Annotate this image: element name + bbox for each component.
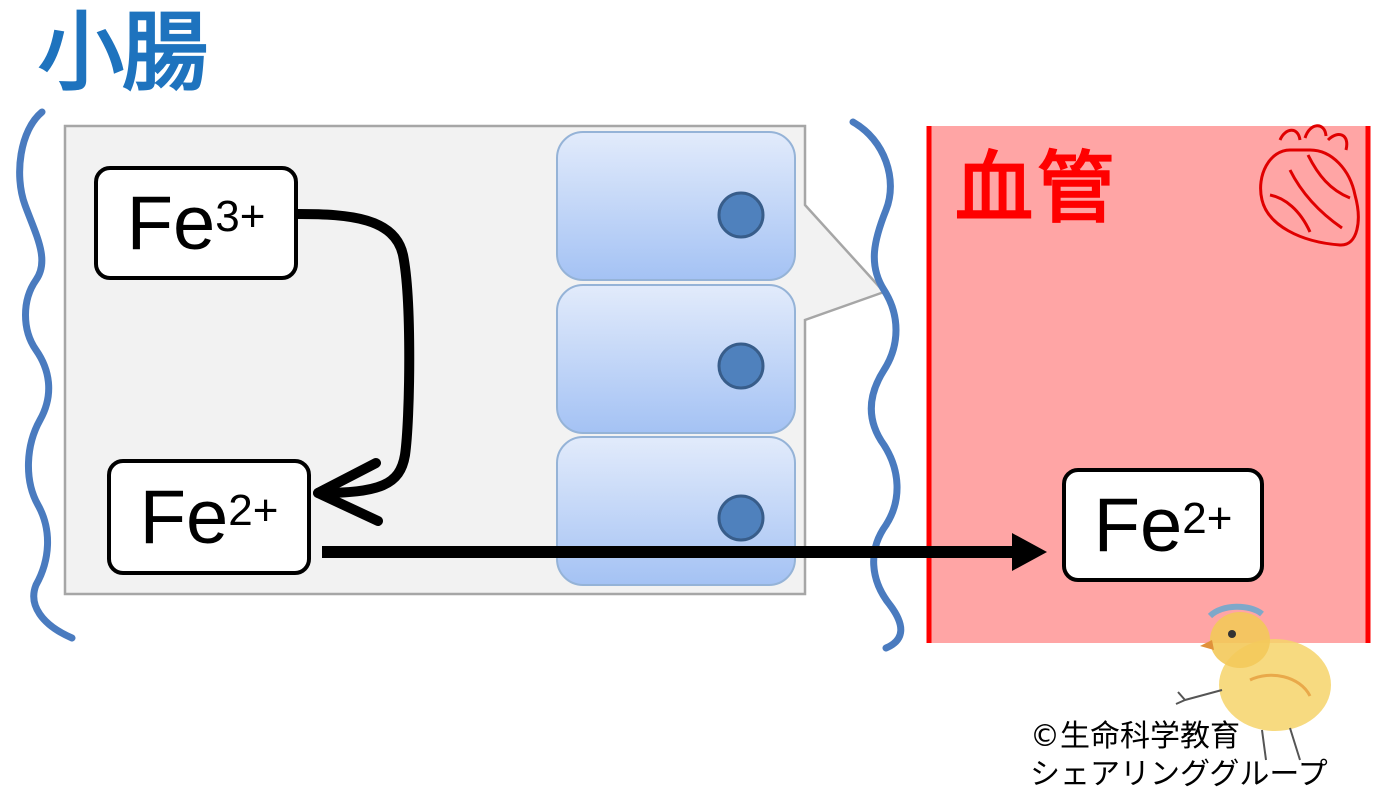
copyright-credit: ©生命科学教育 シェアリンググループ xyxy=(1030,718,1328,794)
left-brace xyxy=(16,108,76,642)
blood-vessel-label: 血管 xyxy=(955,144,1120,234)
epithelial-cell xyxy=(556,284,796,434)
chick-mascot-icon xyxy=(1175,603,1331,761)
small-intestine-label: 小腸 xyxy=(38,3,208,103)
nucleus xyxy=(717,342,765,390)
fe2-vessel-symbol: Fe xyxy=(1093,482,1183,568)
right-brace xyxy=(849,118,905,652)
reduction-arrowhead xyxy=(313,458,383,526)
heart-icon xyxy=(1259,124,1360,247)
absorption-arrowhead xyxy=(1012,533,1047,571)
epithelial-cell xyxy=(556,436,796,586)
nucleus xyxy=(717,494,765,542)
fe3-symbol: Fe xyxy=(126,180,216,266)
credit-line-2: シェアリンググループ xyxy=(1030,757,1328,792)
reduction-arrow xyxy=(293,209,415,498)
fe2-symbol: Fe xyxy=(139,474,229,560)
epithelial-cell xyxy=(556,131,796,281)
nucleus xyxy=(717,191,765,239)
credit-line-1: ©生命科学教育 xyxy=(1030,719,1240,754)
